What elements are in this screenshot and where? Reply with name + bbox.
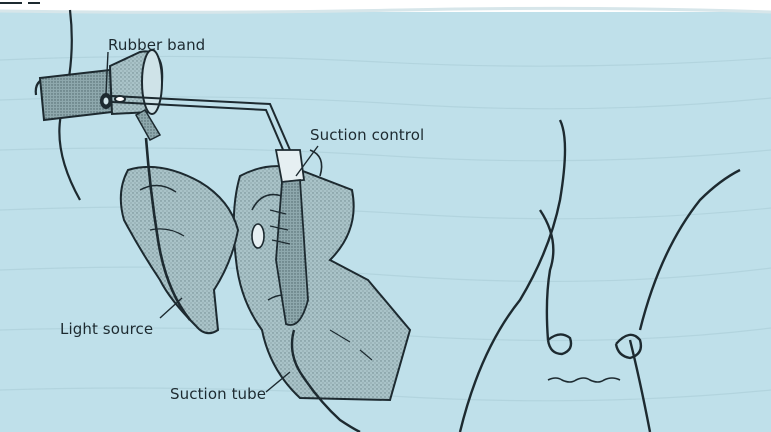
right-gloved-hand [234,166,410,400]
suction-tube-label: Suction tube [170,385,266,403]
rubber-band-label: Rubber band [108,36,205,54]
suction-control-label: Suction control [310,126,424,144]
light-source-label: Light source [60,320,153,338]
left-gloved-hand [121,167,238,333]
top-page-strip [0,0,771,12]
proctoscope [40,50,162,140]
